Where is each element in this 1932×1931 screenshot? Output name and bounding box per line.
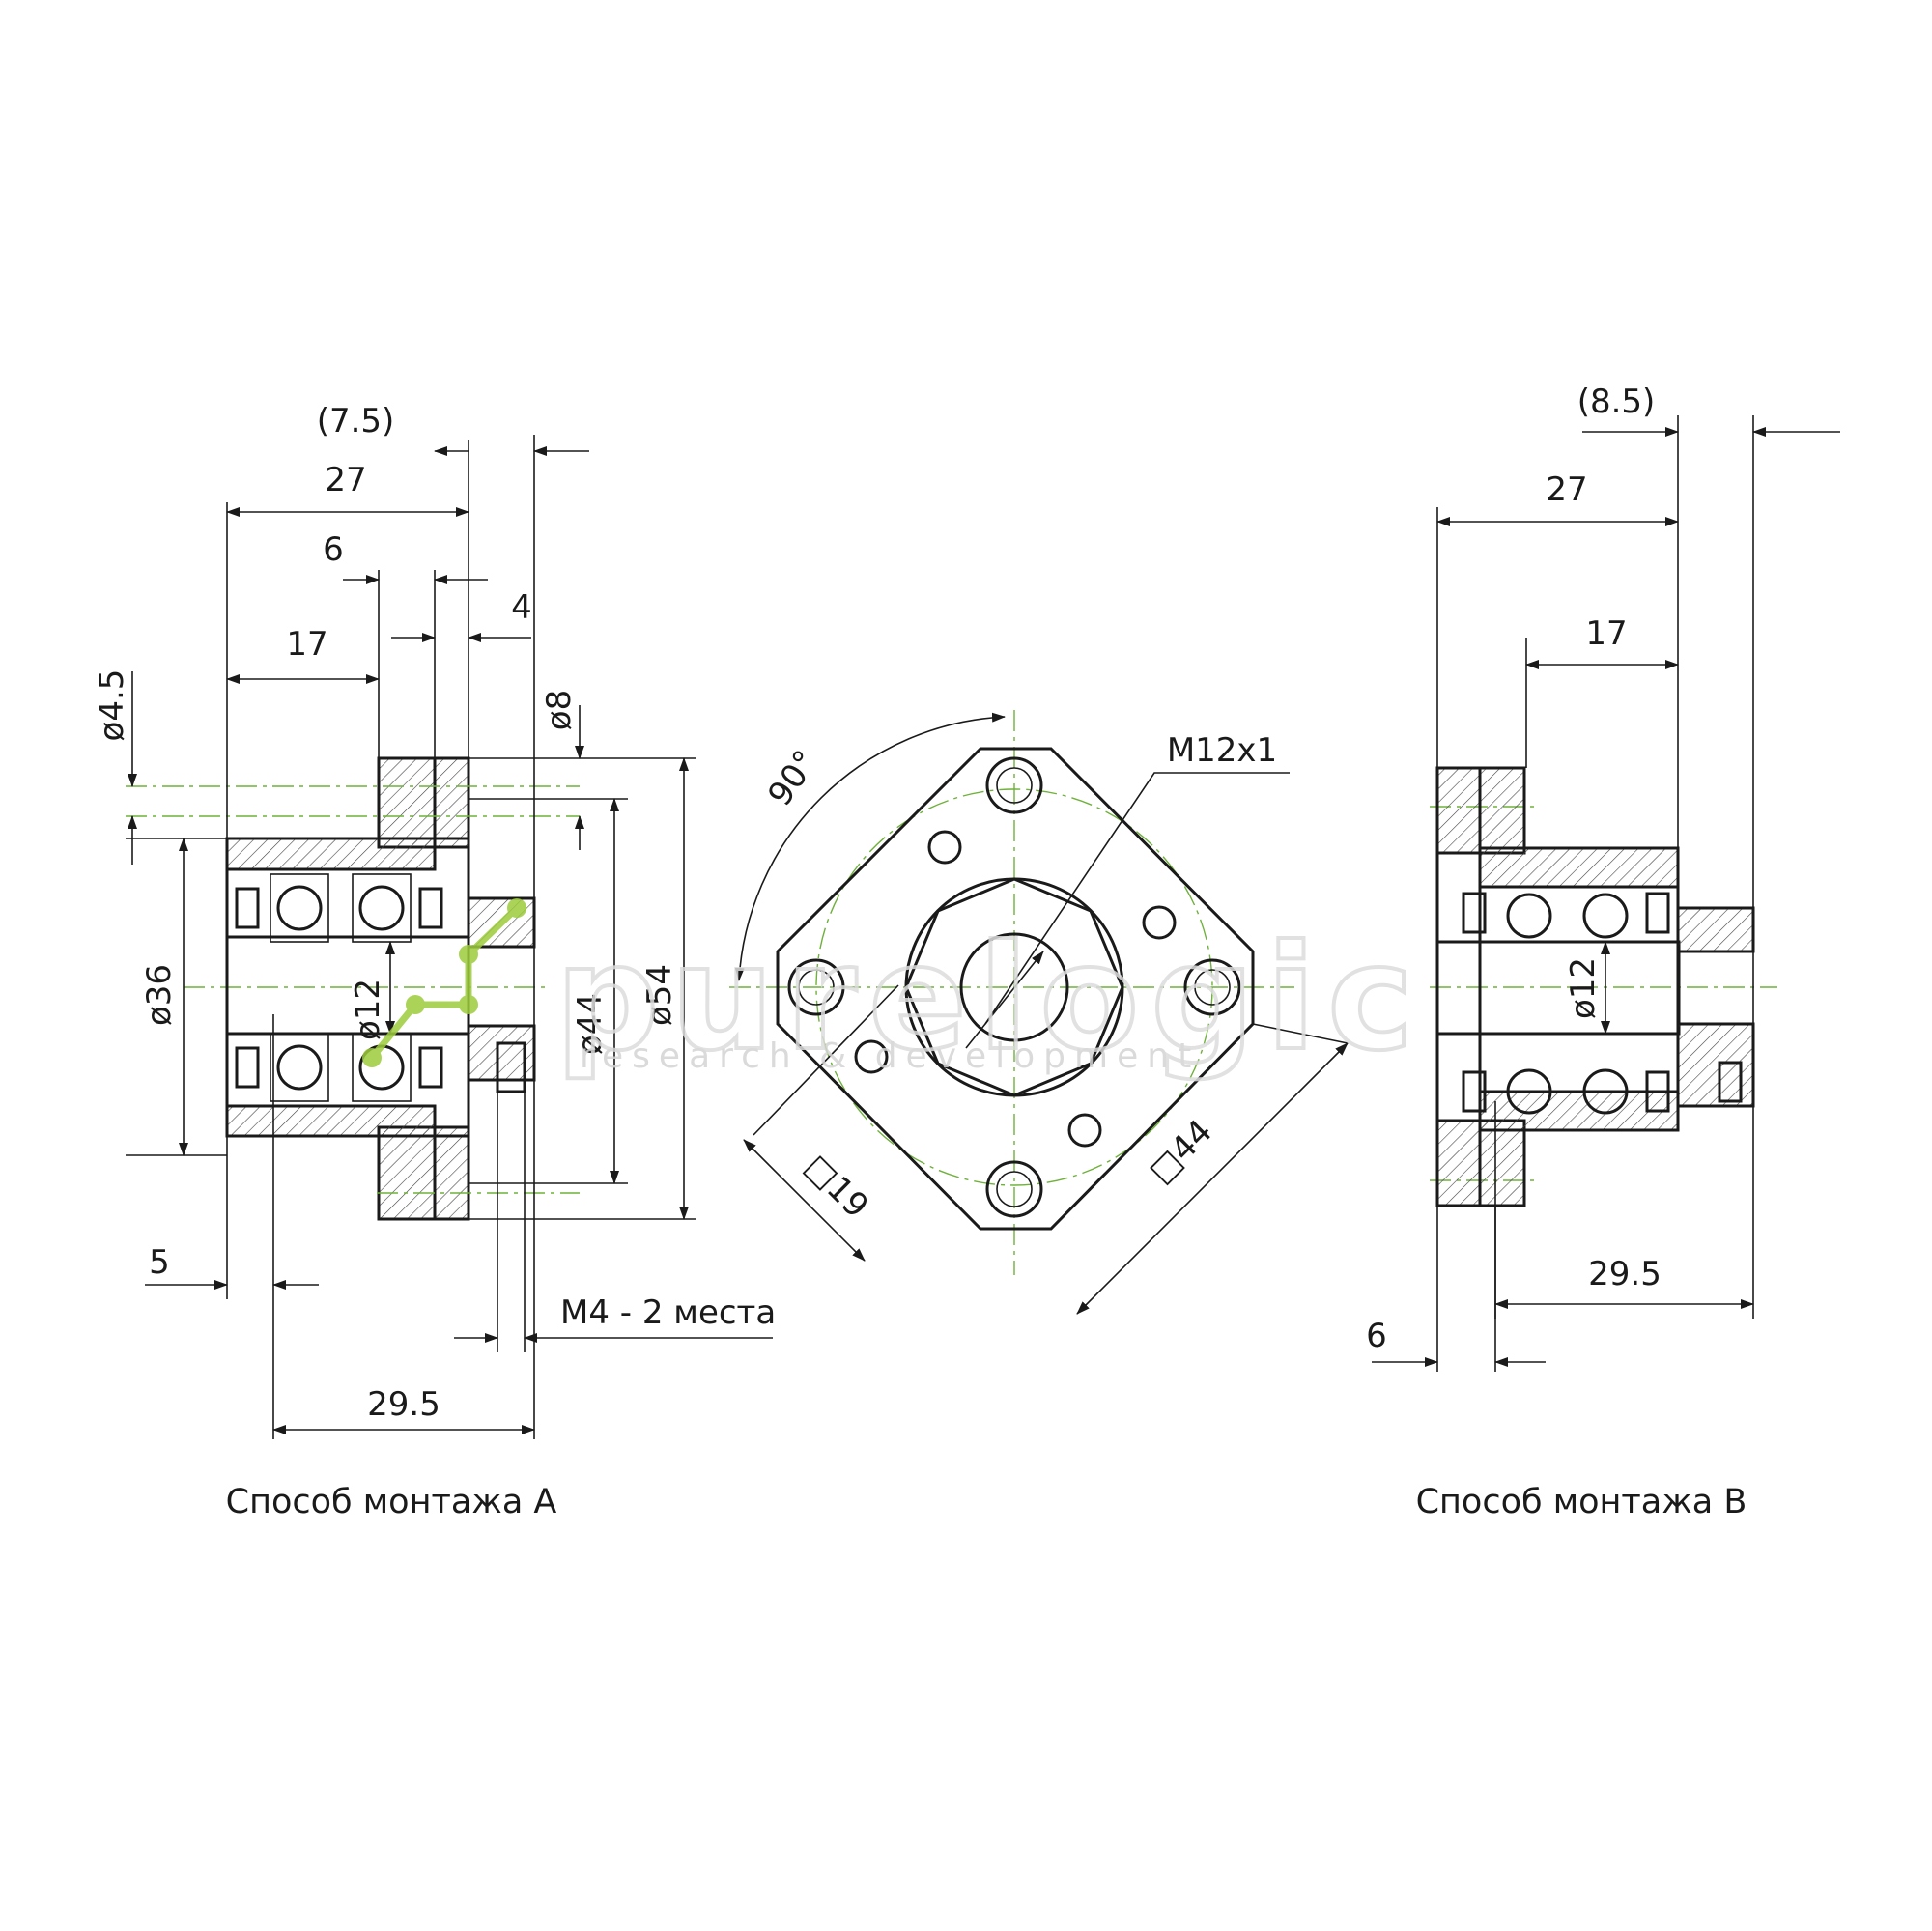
housing-flange-bottom bbox=[377, 1125, 437, 1221]
dim-d54: ø54 bbox=[640, 964, 679, 1026]
dim-8-5: (8.5) bbox=[1577, 383, 1656, 421]
watermark: purelogic research & development bbox=[362, 898, 1425, 1085]
housing-flange-top bbox=[377, 756, 437, 849]
dim-d44: ø44 bbox=[571, 993, 610, 1055]
caption-mount-a: Способ монтажа А bbox=[226, 1483, 557, 1521]
dim-17: 17 bbox=[286, 625, 327, 664]
dim-4: 4 bbox=[511, 588, 532, 627]
dim-d36: ø36 bbox=[140, 964, 179, 1026]
dim-29-5: 29.5 bbox=[367, 1385, 440, 1424]
thread-hole bbox=[959, 932, 1069, 1042]
dim-d12: ø12 bbox=[349, 979, 387, 1040]
dim-b-d12: ø12 bbox=[1564, 957, 1603, 1019]
dim-b-17: 17 bbox=[1585, 614, 1627, 653]
dim-b-29-5: 29.5 bbox=[1588, 1255, 1662, 1293]
dim-m4: М4 - 2 места bbox=[560, 1293, 776, 1332]
view-a: (7.5) 27 6 4 17 ø4.5 ø8 ø36 ø12 ø44 ø54 … bbox=[93, 402, 776, 1521]
caption-mount-b: Способ монтажа B bbox=[1416, 1483, 1747, 1521]
bearing-balls-b bbox=[1506, 893, 1629, 1115]
purelogic-logo-icon bbox=[362, 898, 526, 1067]
dim-d4-5: ø4.5 bbox=[93, 669, 131, 742]
dim-27: 27 bbox=[325, 461, 366, 499]
dim-thread: M12x1 bbox=[1167, 731, 1277, 770]
watermark-tagline: research & development bbox=[580, 1036, 1200, 1076]
watermark-brand: purelogic bbox=[555, 915, 1425, 1083]
dim-sq19: □19 bbox=[797, 1147, 876, 1226]
view-b: (8.5) 27 17 ø12 29.5 6 Способ монтажа B bbox=[1366, 383, 1840, 1521]
dim-7-5: (7.5) bbox=[317, 402, 395, 440]
dim-b-6: 6 bbox=[1366, 1317, 1387, 1355]
dim-b-27: 27 bbox=[1546, 470, 1587, 509]
dim-d8: ø8 bbox=[540, 690, 579, 730]
dim-5: 5 bbox=[149, 1243, 170, 1282]
dim-6: 6 bbox=[323, 530, 344, 569]
